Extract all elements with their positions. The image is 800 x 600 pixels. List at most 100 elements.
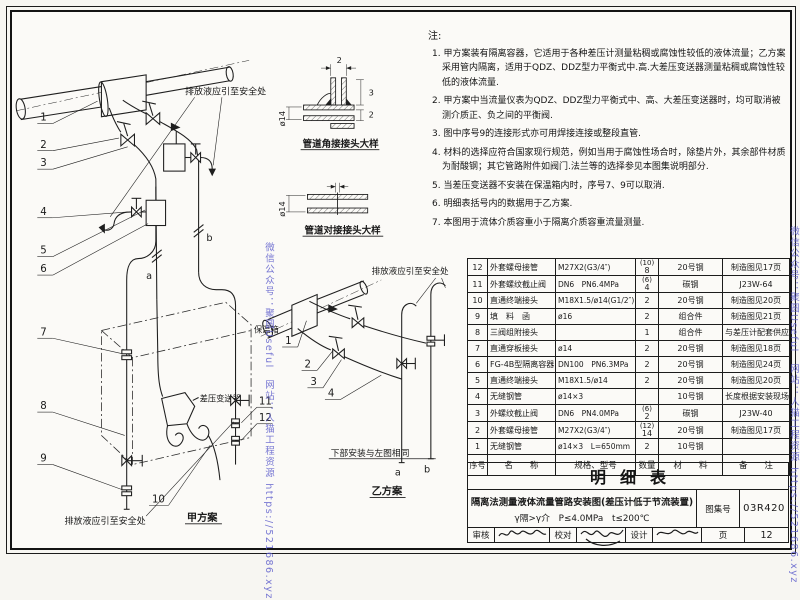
cell-material: 组合件 bbox=[658, 308, 723, 325]
angle-dim-right1: 3 bbox=[369, 87, 374, 97]
callout-8: 8 bbox=[40, 401, 46, 412]
scheme-a-impulse-lines bbox=[108, 99, 237, 397]
cell-spec: M27X2(G3/4″) bbox=[555, 258, 636, 276]
cell-material: 10号钢 bbox=[658, 388, 723, 405]
qty-alt: (6) bbox=[642, 276, 652, 285]
cell-spec: M18X1.5/ø14 bbox=[555, 372, 636, 389]
cell-note: J23W-40 bbox=[722, 404, 790, 422]
qty: 2 bbox=[644, 412, 650, 421]
cell-qty: (6)4 bbox=[635, 275, 659, 293]
cell-spec: DN6 PN4.0MPa bbox=[555, 404, 636, 422]
cell-no: 6 bbox=[467, 356, 488, 373]
butt-joint-caption: 管道对接接头大样 bbox=[305, 224, 382, 236]
insulation-box-label: 保温箱 bbox=[254, 324, 279, 334]
cell-name: 填 料 函 bbox=[487, 308, 556, 325]
cell-name: 外螺纹截止阀 bbox=[487, 404, 556, 422]
watermark-left: 微信公众号：聚圆Useful 网站：人猫工程资源 https://521686.… bbox=[263, 242, 274, 600]
cell-qty: 2 bbox=[635, 340, 659, 357]
drawing-title: 隔离法测量液体流量管路安装图(差压计低于节流装置) bbox=[470, 496, 694, 508]
isolation-vessel-upper bbox=[163, 131, 216, 177]
cell-name: 直通终端接头 bbox=[487, 292, 556, 309]
cell-qty: (6)2 bbox=[635, 404, 659, 422]
cell-note: 长度根据安装现场定 bbox=[722, 388, 790, 405]
cell-material: 20号钢 bbox=[658, 356, 723, 373]
cell-no: 9 bbox=[467, 308, 488, 325]
qty: 2 bbox=[644, 343, 650, 353]
cell-note: 制造图见17页 bbox=[722, 421, 790, 439]
reviewer-signature bbox=[495, 528, 550, 542]
note-item: 5. 当差压变送器不安装在保温箱内时，序号7、9可以取消. bbox=[432, 180, 665, 191]
cell-spec: ø14×3 L=650mm bbox=[555, 438, 636, 455]
signature-scribble bbox=[580, 529, 624, 546]
pipe-a-label-b: a bbox=[395, 467, 401, 478]
callout-10: 10 bbox=[152, 494, 165, 505]
cell-note: 制造图见17页 bbox=[722, 258, 790, 276]
cell-no: 10 bbox=[467, 292, 488, 309]
scheme-b-caption: 乙方案 bbox=[372, 485, 403, 498]
piping-drawing: a b 保温箱 差压变送器 bbox=[15, 55, 449, 527]
callout-b-2: 2 bbox=[305, 359, 311, 370]
qty: 2 bbox=[644, 295, 650, 305]
page-label: 页 bbox=[702, 528, 745, 542]
cell-note: 制造图见21页 bbox=[722, 308, 790, 325]
cell-spec: DN100 PN6.3MPa bbox=[555, 356, 636, 373]
atlas-number-label: 图集号 bbox=[697, 490, 740, 527]
scheme-b-main-pipe bbox=[260, 279, 382, 339]
note-item: 2. 甲方案中当流量仪表为QDZ、DDZ型力平衡式中、高、大差压变送器时，均可取… bbox=[432, 96, 781, 121]
cell-note: 制造图见18页 bbox=[722, 340, 790, 357]
cell-no: 11 bbox=[467, 275, 488, 293]
scheme-a-main-pipe bbox=[15, 60, 250, 121]
left-drain-line bbox=[121, 349, 143, 510]
signature-scribble bbox=[656, 529, 699, 536]
cell-spec bbox=[555, 324, 636, 341]
angle-joint-dia: ø14 bbox=[277, 111, 287, 127]
qty: 2 bbox=[644, 441, 650, 451]
notes-block: 注: 1. 甲方案装有隔离容器，它适用于各种差压计测量粘稠或腐蚀性较低的液体流量… bbox=[428, 30, 788, 234]
drain-note-b: 排放液应引至安全处 bbox=[372, 265, 449, 277]
cell-note: J23W-64 bbox=[722, 275, 790, 293]
atlas-number: 03R420 bbox=[743, 503, 785, 514]
drawing-conditions: γ隔>γ介 P≤4.0MPa t≤200℃ bbox=[514, 513, 650, 524]
callout-2: 2 bbox=[40, 140, 46, 151]
cell-no: 7 bbox=[467, 340, 488, 357]
butt-joint-dia: ø14 bbox=[277, 201, 287, 217]
page-number: 12 bbox=[760, 529, 773, 541]
callout-4: 4 bbox=[40, 207, 46, 218]
qty: 2 bbox=[644, 359, 650, 369]
table-header-row: 序号 名 称 规格、型号 数量 材 料 备 注 bbox=[467, 454, 790, 476]
scheme-a-callouts bbox=[37, 100, 273, 506]
cell-note: 制造图见20页 bbox=[722, 372, 790, 389]
cell-spec: ø16 bbox=[555, 308, 636, 325]
callout-11: 11 bbox=[259, 396, 272, 407]
cell-qty: 2 bbox=[635, 308, 659, 325]
cell-no: 5 bbox=[467, 372, 488, 389]
qty-alt: (6) bbox=[642, 405, 652, 414]
drain-note-a-bottom: 排放液应引至安全处 bbox=[65, 515, 146, 527]
cell-material: 20号钢 bbox=[658, 340, 723, 357]
qty: 8 bbox=[644, 266, 650, 275]
callout-3: 3 bbox=[40, 158, 46, 169]
proofreader-signature bbox=[577, 528, 626, 546]
cell-spec: ø14 bbox=[555, 340, 636, 357]
cell-qty: (12)14 bbox=[635, 421, 659, 439]
watermark-right: 微信公众号：聚圆Useful 网站：人猫工程资源 https://521686.… bbox=[788, 226, 799, 584]
drawing-title-cell: 隔离法测量液体流量管路安装图(差压计低于节流装置) γ隔>γ介 P≤4.0MPa… bbox=[468, 490, 697, 527]
cell-qty: 2 bbox=[635, 356, 659, 373]
cell-material: 20号钢 bbox=[658, 372, 723, 389]
title-block: 隔离法测量液体流量管路安装图(差压计低于节流装置) γ隔>γ介 P≤4.0MPa… bbox=[467, 489, 789, 528]
designer-signature bbox=[653, 528, 702, 542]
qty: 2 bbox=[644, 375, 650, 385]
cell-name: 无缝钢管 bbox=[487, 438, 556, 455]
angle-joint-detail bbox=[286, 64, 364, 129]
pipe-b-label-b: b bbox=[424, 464, 430, 475]
cell-material: 碳钢 bbox=[658, 275, 723, 293]
cell-no: 8 bbox=[467, 324, 488, 341]
qty-alt: (10) bbox=[639, 259, 655, 268]
